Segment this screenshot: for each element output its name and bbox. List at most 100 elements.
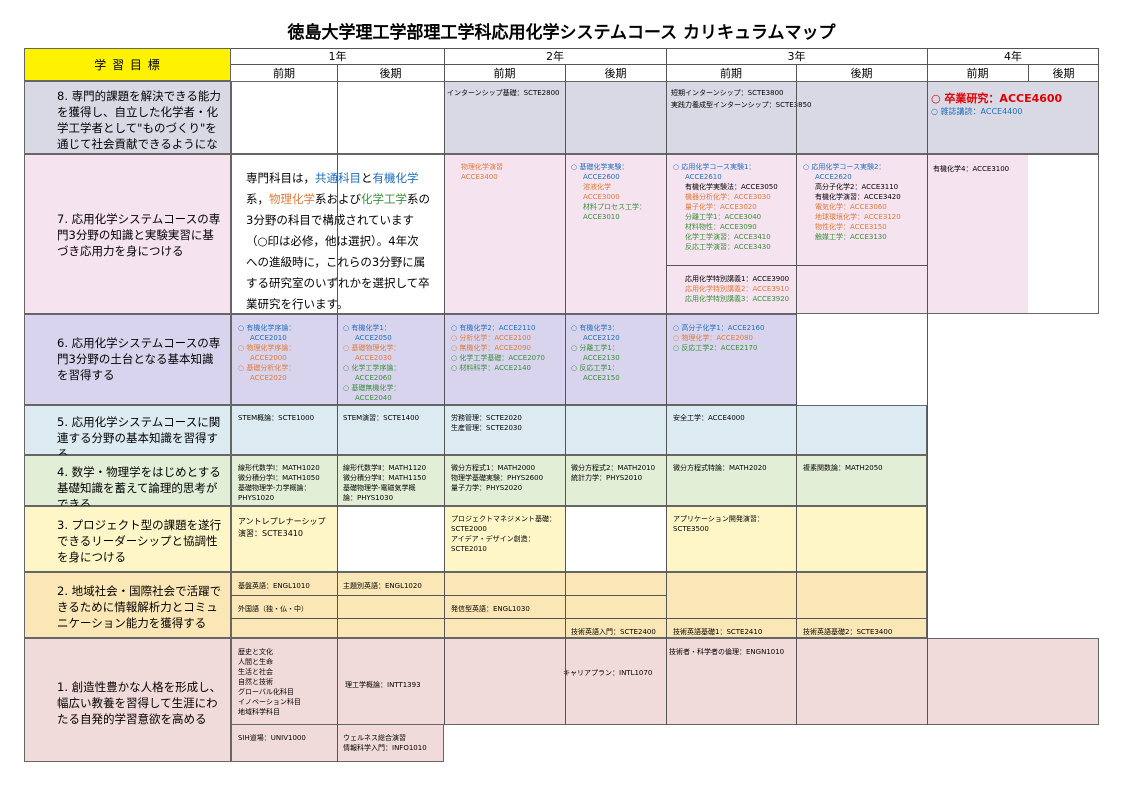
row5-y2a: 労務管理：SCTE2020 生産管理：SCTE2030 bbox=[448, 409, 565, 437]
row7-y2b: ○ 基礎化学実験： ACCE2600 溶液化学 ACCE3000 材料プロセス工… bbox=[568, 158, 664, 226]
y4-first-header: 前期 bbox=[966, 66, 989, 80]
course: 情報科学入門：INFO1010 bbox=[343, 744, 427, 752]
row7-y4a: 有機化学4：ACCE3100 bbox=[933, 165, 1010, 173]
intro-organic: 有機化学 bbox=[372, 171, 419, 185]
course: ○ 高分子化学1：ACCE2160 bbox=[673, 324, 765, 332]
course: ○ 材料科学：ACCE2140 bbox=[451, 364, 532, 372]
course: 応用化学特別講義2：ACCE3910 bbox=[685, 285, 790, 293]
row4-y1a: 線形代数学Ⅰ：MATH1020 微分積分学Ⅰ：MATH1050 基礎物理学-力学… bbox=[235, 459, 337, 507]
course: 基礎物理学-電磁気学概 bbox=[343, 484, 416, 492]
course: 微分方程式2：MATH2010 bbox=[571, 464, 656, 472]
course: 人間と生命 bbox=[238, 658, 273, 666]
course: ○ 反応工学1： bbox=[571, 364, 619, 372]
course: PHYS1020 bbox=[238, 494, 275, 502]
row3-y3a: アプリケーション開発演習： SCTE3500 bbox=[670, 510, 810, 538]
course: 線形代数学Ⅱ：MATH1120 bbox=[343, 464, 427, 472]
course: ○ 基礎無機化学： bbox=[343, 384, 401, 392]
row3-y1a: アントレプレナーシップ 演習：SCTE3410 bbox=[235, 512, 337, 544]
goal-8: 8. 専門的課題を解決できる能力を獲得し、自立した化学者・化学工学者として"もの… bbox=[24, 81, 231, 167]
row7-y3-special-lectures: 応用化学特別講義1：ACCE3900 応用化学特別講義2：ACCE3910 応用… bbox=[682, 270, 922, 308]
row4-y1b: 線形代数学Ⅱ：MATH1120 微分積分学Ⅱ：MATH1150 基礎物理学-電磁… bbox=[340, 459, 444, 507]
course: 有機化学実験法：ACCE3050 bbox=[685, 183, 778, 191]
course: 物理化学演習 bbox=[461, 163, 503, 171]
row8-y3-internship-1: 短期インターンシップ：SCTE3800 bbox=[671, 89, 784, 97]
course: 線形代数学Ⅰ：MATH1020 bbox=[238, 464, 320, 472]
y4-second-header: 後期 bbox=[1052, 66, 1075, 80]
course: 地球環境化学：ACCE3120 bbox=[815, 213, 901, 221]
row6-band bbox=[231, 314, 797, 405]
row1-y2: キャリアプラン：INTL1070 bbox=[563, 669, 653, 677]
course: 自然と技術 bbox=[238, 678, 273, 686]
course: 微分積分学Ⅰ：MATH1050 bbox=[238, 474, 320, 482]
intro-common: 共通科目 bbox=[315, 171, 361, 185]
goal-6: 6. 応用化学システムコースの専門3分野の土台となる基本知識を習得する bbox=[24, 314, 231, 405]
course: グローバル化科目 bbox=[238, 688, 294, 696]
goal-7: 7. 応用化学システムコースの専門3分野の知識と実験実習に基づき応用力を身につけ… bbox=[24, 154, 231, 314]
course-code: ACCE2600 bbox=[583, 173, 620, 181]
course: 機器分析化学：ACCE3030 bbox=[685, 193, 771, 201]
grid-v-y2-split bbox=[565, 64, 566, 725]
grid-v-y2-y3 bbox=[666, 48, 667, 725]
row1-divider-y1 bbox=[337, 724, 338, 762]
course: 物性化学：ACCE3150 bbox=[815, 223, 887, 231]
row4-y3a: 微分方程式特論：MATH2020 bbox=[673, 464, 767, 472]
course: ○ 有機化学3： bbox=[571, 324, 619, 332]
row6-y1a: ○ 有機化学序論： ACCE2010 ○ 物理化学序論： ACCE2000 ○ … bbox=[235, 319, 337, 387]
row2-y2a: 発信型英語：ENGL1030 bbox=[451, 605, 530, 613]
row4-y2a: 微分方程式1：MATH2000 物理学基礎実験：PHYS2600 量子力学：PH… bbox=[448, 459, 565, 497]
row1-y3: 技術者・科学者の倫理：ENGN1010 bbox=[669, 648, 785, 656]
course: ACCE2050 bbox=[355, 334, 392, 342]
page-title: 徳島大学理工学部理工学科応用化学システムコース カリキュラムマップ bbox=[287, 23, 836, 43]
course: 基礎物理学-力学概論： bbox=[238, 484, 311, 492]
row6-y2b: ○ 有機化学3： ACCE2120 ○ 分離工学1： ACCE2130 ○ 反応… bbox=[568, 319, 664, 387]
course: ○ 物理化学序論： bbox=[238, 344, 296, 352]
course: SCTE3500 bbox=[673, 525, 709, 533]
course: ○ 有機化学1： bbox=[343, 324, 391, 332]
row7-y2a: 物理化学演習 ACCE3400 bbox=[458, 158, 558, 186]
course: 触媒工学：ACCE3130 bbox=[815, 233, 887, 241]
row7-intro-text: 専門科目は，共通科目と有機化学系，物理化学系および化学工学系の3分野の科目で構成… bbox=[236, 160, 440, 311]
row8-y1-white bbox=[232, 82, 444, 153]
course: プロジェクトマネジメント基礎： bbox=[451, 515, 556, 523]
course: 応用化学特別講義3：ACCE3920 bbox=[685, 295, 790, 303]
course: ○ 基礎物理化学： bbox=[343, 344, 401, 352]
course: 高分子化学2：ACCE3110 bbox=[815, 183, 899, 191]
course: 有機化学演習：ACCE3420 bbox=[815, 193, 901, 201]
y2-first-header: 前期 bbox=[493, 66, 516, 80]
row2-divider-2 bbox=[231, 618, 927, 619]
goal-header: 学 習 目 標 bbox=[24, 48, 231, 81]
course-code: ACCE3400 bbox=[461, 173, 498, 181]
row1-y1a-2: SIH道場：UNIV1000 bbox=[238, 734, 306, 742]
row7-y4b-white bbox=[1028, 155, 1098, 313]
row2-y3a: 技術英語基礎1：SCTE2410 bbox=[673, 628, 763, 636]
course: ACCE2010 bbox=[250, 334, 287, 342]
row1-y1b-2: ウェルネス総合演習 情報科学入門：INFO1010 bbox=[340, 729, 444, 757]
row3-y2a: プロジェクトマネジメント基礎： SCTE2000 アイデア・デザイン創造： SC… bbox=[448, 510, 565, 558]
grid-h-year-row bbox=[231, 64, 1099, 65]
grid-v-y3-split bbox=[796, 64, 797, 725]
course: ACCE2000 bbox=[250, 354, 287, 362]
row7-y3b: ○ 応用化学コース実験2： ACCE2620 高分子化学2：ACCE3110 有… bbox=[800, 158, 926, 246]
course: アプリケーション開発演習： bbox=[673, 515, 764, 523]
course: ○ 基礎分析化学： bbox=[238, 364, 296, 372]
row6-y1b: ○ 有機化学1： ACCE2050 ○ 基礎物理化学： ACCE2030 ○ 化… bbox=[340, 319, 444, 407]
row4-band bbox=[231, 455, 927, 506]
row5-y1b: STEM演習：SCTE1400 bbox=[343, 414, 420, 422]
course: SCTE2000 bbox=[451, 525, 487, 533]
course: ACCE2040 bbox=[355, 394, 392, 402]
course-code: ACCE3000 bbox=[583, 193, 620, 201]
course: 量子力学：PHYS2020 bbox=[451, 484, 523, 492]
course: 微分方程式1：MATH2000 bbox=[451, 464, 536, 472]
course: 生産管理：SCTE2030 bbox=[451, 424, 522, 432]
row5-band bbox=[231, 405, 927, 455]
row2-divider-1 bbox=[231, 595, 666, 596]
row4-y3b: 複素関数論：MATH2050 bbox=[803, 464, 883, 472]
course: 物理学基礎実験：PHYS2600 bbox=[451, 474, 544, 482]
row8-y3-internship-2: 実践力養成型インターンシップ：SCTE3850 bbox=[671, 101, 812, 109]
course: イノベーション科目 bbox=[238, 698, 301, 706]
goal-2: 2. 地域社会・国際社会で活躍できるために情報解析力とコミュニケーション能力を獲… bbox=[24, 572, 231, 638]
course: アイデア・デザイン創造： bbox=[451, 535, 535, 543]
y2-second-header: 後期 bbox=[604, 66, 627, 80]
goal-5: 5. 応用化学システムコースに関連する分野の基本知識を習得する bbox=[24, 405, 231, 461]
course: ○ 有機化学序論： bbox=[238, 324, 296, 332]
